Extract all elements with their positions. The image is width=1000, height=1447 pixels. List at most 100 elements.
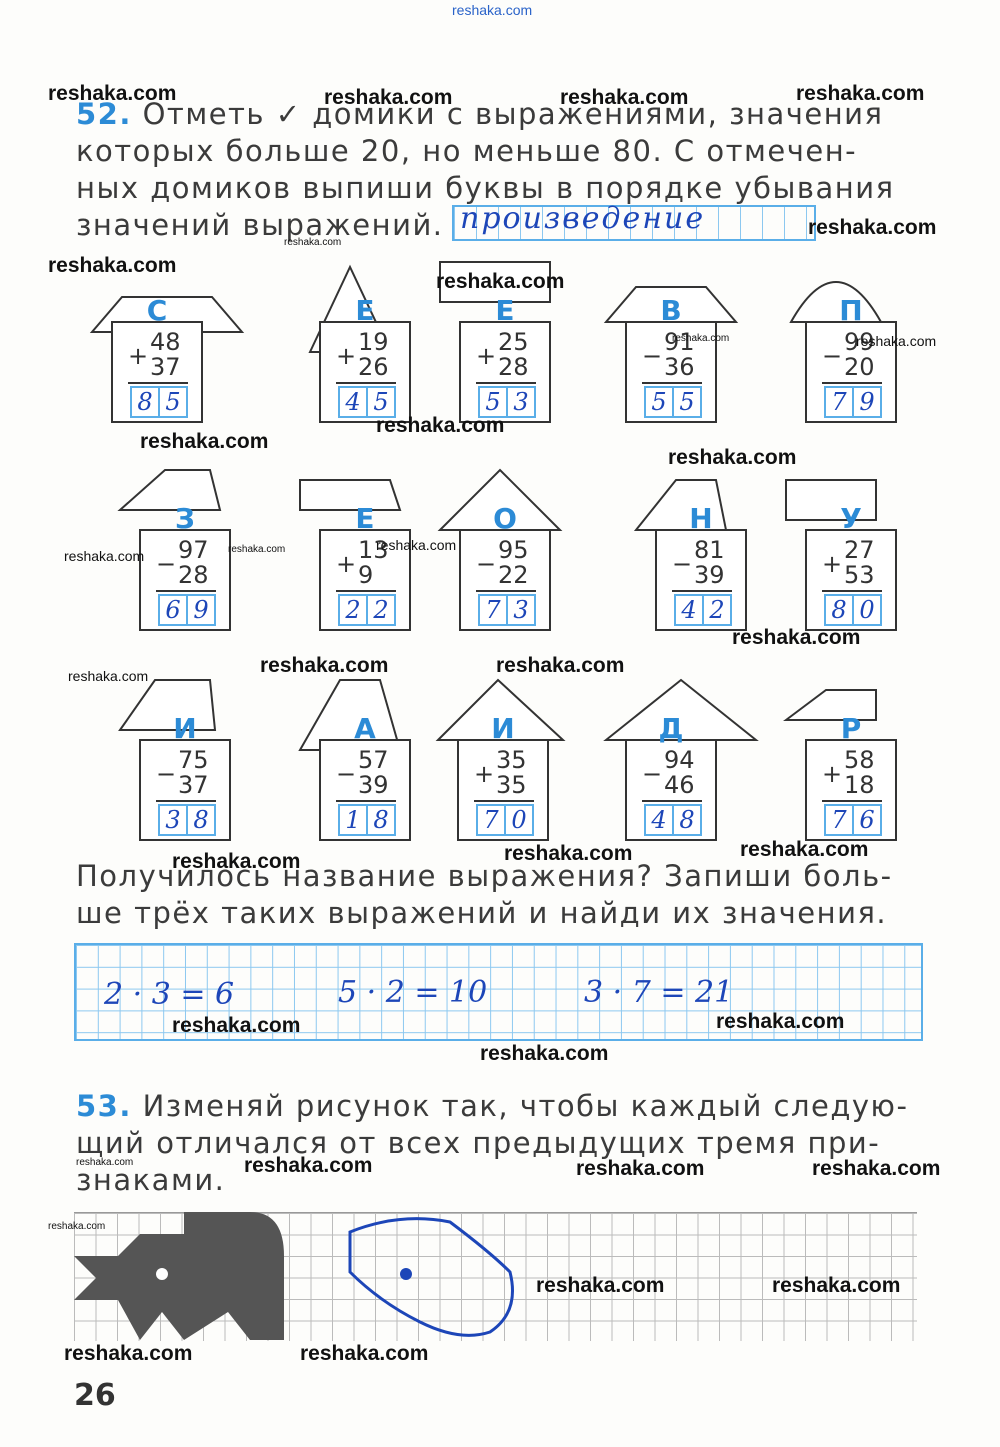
house-letter: С — [146, 294, 168, 327]
answer-digit: 5 — [158, 386, 188, 418]
house-outline — [308, 264, 411, 423]
operator-sign: + — [822, 550, 843, 578]
house-letter: А — [354, 712, 376, 745]
answer-digit: 8 — [672, 804, 702, 836]
operand-bottom: 26 — [358, 353, 389, 381]
answer-word-box[interactable]: произведение — [452, 201, 816, 241]
sum-line — [474, 800, 534, 802]
watermark: reshaka.com — [496, 654, 625, 677]
house-letter: Р — [840, 712, 862, 745]
operand-bottom: 46 — [664, 771, 695, 799]
sum-line — [128, 382, 188, 384]
watermark: reshaka.com — [668, 446, 797, 469]
operator-sign: + — [336, 342, 357, 370]
operand-bottom: 35 — [496, 771, 527, 799]
operand-top: 13 — [358, 536, 389, 564]
answer-digit: 3 — [158, 804, 188, 836]
sum-line — [156, 590, 216, 592]
operand-top: 57 — [358, 746, 389, 774]
task53-line-1: 53. Изменяй рисунок так, чтобы каждый сл… — [76, 1089, 909, 1123]
operand-top: 94 — [664, 746, 695, 774]
watermark: reshaka.com — [48, 82, 177, 105]
operator-sign: + — [474, 760, 495, 788]
answer-digit: 7 — [478, 594, 508, 626]
house-letter: Е — [495, 294, 515, 327]
house-letter: О — [493, 502, 517, 535]
watermark: reshaka.com — [740, 838, 869, 861]
house-letter: Е — [355, 294, 375, 327]
operand-top: 25 — [498, 328, 529, 356]
answer-digit: 8 — [366, 804, 396, 836]
answer-digit: 3 — [506, 594, 536, 626]
watermark: reshaka.com — [284, 237, 342, 248]
answer-digit: 7 — [824, 804, 854, 836]
sum-line — [642, 800, 702, 802]
operator-sign: + — [822, 760, 843, 788]
operator-sign: + — [336, 550, 357, 578]
operand-top: 91 — [664, 328, 695, 356]
task53-text: 53. Изменяй рисунок так, чтобы каждый сл… — [76, 1088, 926, 1199]
answer-digit: 5 — [366, 386, 396, 418]
sum-line — [822, 800, 882, 802]
operand-top: 97 — [178, 536, 209, 564]
watermark: reshaka.com — [856, 333, 937, 349]
handwritten-answer-2: 5 · 2 = 10 — [338, 975, 488, 1010]
watermark: reshaka.com — [376, 414, 505, 437]
watermark: reshaka.com — [376, 537, 457, 553]
watermark: reshaka.com — [480, 1042, 609, 1065]
operand-top: 48 — [150, 328, 181, 356]
site-header[interactable]: reshaka.com — [452, 2, 533, 18]
operand-top: 95 — [498, 536, 529, 564]
watermark: reshaka.com — [772, 1274, 901, 1297]
task52-line-2: которых больше 20, но меньше 80. С отмеч… — [76, 134, 858, 168]
answer-digit: 2 — [366, 594, 396, 626]
question-line-2: ше трёх таких выражений и найди их значе… — [76, 896, 888, 930]
handwritten-answer-1: 2 · 3 = 6 — [104, 977, 235, 1012]
handwritten-answer-3: 3 · 7 = 21 — [584, 975, 734, 1010]
operand-top: 75 — [178, 746, 209, 774]
watermark: reshaka.com — [48, 1221, 106, 1232]
sum-line — [476, 590, 536, 592]
task53-line-2: щий отличался от всех предыдущих тремя п… — [76, 1126, 881, 1160]
house-outline — [299, 479, 411, 631]
watermark: reshaka.com — [812, 1157, 941, 1180]
sum-line — [156, 800, 216, 802]
answer-digit: 4 — [644, 804, 674, 836]
watermark: reshaka.com — [172, 850, 301, 873]
answer-digit: 4 — [338, 386, 368, 418]
watermark: reshaka.com — [672, 333, 730, 344]
answer-grid[interactable]: 2 · 3 = 6 5 · 2 = 10 3 · 7 = 21 — [74, 943, 923, 1041]
operator-sign: − — [156, 550, 177, 578]
watermark: reshaka.com — [64, 548, 145, 564]
